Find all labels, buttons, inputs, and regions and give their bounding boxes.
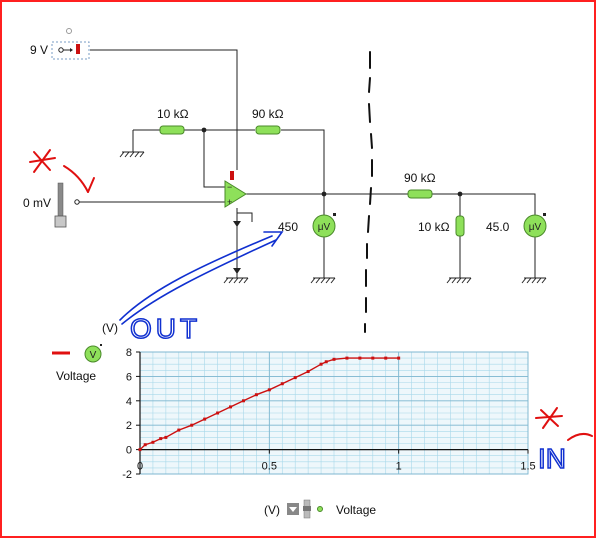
supply-label: 9 V [30,43,48,57]
data-point [371,356,375,360]
data-point [164,435,168,439]
supply-switch[interactable] [51,28,90,60]
voltmeter-icon[interactable] [84,345,102,363]
annotation-out-arrow [119,231,284,325]
probe-unit-label: (V) [264,503,280,517]
resistor-divider-top-label: 90 kΩ [404,171,436,185]
legend-label: Voltage [56,369,96,383]
ground-icon [223,277,249,284]
ground-symbols [119,151,547,284]
annotation-in-text: IN [538,443,566,474]
y-tick-label: 2 [126,420,132,432]
data-point [324,360,328,364]
switch-handle[interactable] [76,44,80,54]
data-point [293,376,297,380]
data-point [319,362,323,366]
opamp[interactable]: − + [224,171,247,208]
y-tick-label: -2 [122,469,132,481]
resistor-feedback[interactable] [255,125,281,135]
data-point [177,428,181,432]
plot-series [138,356,401,452]
ground-icon [119,151,145,158]
meter-divider[interactable]: μV [523,213,547,238]
annotation-asterisk-in [535,407,593,441]
meter-out-unit: μV [318,222,331,233]
y-tick-label: 8 [126,347,132,359]
chevron-down-icon [289,507,297,512]
data-point [397,356,401,360]
junction-dots [201,127,463,197]
resistor-divider-bottom-label: 10 kΩ [418,220,450,234]
rotate-handle[interactable] [66,28,72,34]
resistor-feedback-label: 90 kΩ [252,107,284,121]
input-slider[interactable] [54,182,80,228]
plot-grid [139,351,529,475]
data-point [229,405,233,409]
meter-out[interactable]: μV [312,213,336,238]
data-point [306,370,310,374]
selection-box [51,41,90,60]
data-point [384,356,388,360]
resistor-input[interactable] [159,125,185,135]
resistor-divider-bottom[interactable] [455,215,465,237]
data-point [267,388,271,392]
arrow-icons [233,221,241,274]
probe-label: Voltage [336,503,376,517]
data-point [345,356,349,360]
ground-icon [521,277,547,284]
y-axis-unit: (V) [102,321,118,335]
ground-icon [310,277,336,284]
data-point [138,448,142,452]
resistor-input-label: 10 kΩ [157,107,189,121]
y-tick-label: 0 [126,445,132,457]
circuit-wires [60,49,536,278]
y-tick-label: 4 [126,396,132,408]
svg-text:−: − [227,182,232,192]
data-point [203,417,207,421]
y-tick-label: 6 [126,371,132,383]
data-point [254,393,258,397]
meter-out-value: 450 [278,220,298,234]
probe-selector[interactable]: (V) Voltage [264,499,376,519]
data-point [358,356,362,360]
svg-text:+: + [227,197,232,207]
x-tick-label: 0 [137,461,143,473]
plot-ticks: -2 0 2 4 6 8 0 0.5 1 1.5 [122,347,535,481]
input-value-label: 0 mV [23,196,51,210]
resistor-divider-top[interactable] [407,189,433,199]
meter-divider-unit: μV [529,222,542,233]
data-point [151,440,155,444]
ground-icon [446,277,472,284]
x-tick-label: 1.5 [520,461,535,473]
x-tick-label: 0.5 [262,461,277,473]
voltage-plot: -2 0 2 4 6 8 0 0.5 1 1.5 [122,347,535,481]
meter-divider-value: 45.0 [486,220,510,234]
slider-track [57,182,64,217]
annotation-asterisk-input [29,149,95,193]
data-point [143,443,147,447]
legend-icon-letter: V [90,350,97,361]
probe-dot-icon [317,506,323,512]
data-point [190,423,194,427]
data-point [216,411,220,415]
data-point [332,357,336,361]
annotation-out-text: OUT [130,313,201,344]
plot-axes [139,352,528,474]
x-tick-label: 1 [396,461,402,473]
opamp-power-pin [230,171,234,180]
arrow-down-icon [233,268,241,274]
slider-handle[interactable] [54,215,67,228]
data-point [159,437,163,441]
arrow-down-icon [233,221,241,227]
input-terminal [74,199,80,205]
annotation-dashed-line [364,51,373,333]
plot-legend: V Voltage [52,344,102,383]
data-point [241,399,245,403]
data-point [280,382,284,386]
